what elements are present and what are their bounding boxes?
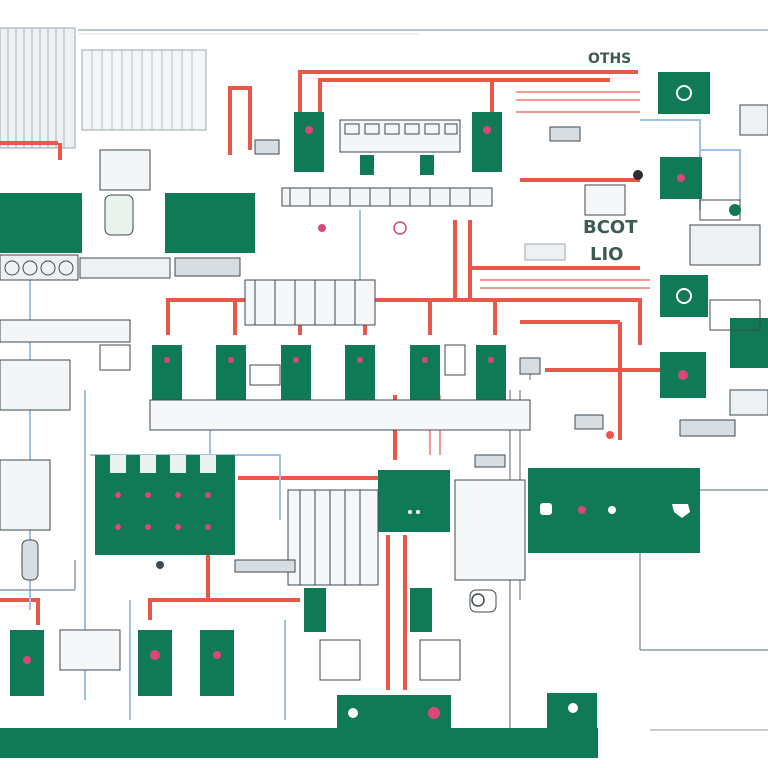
module-d-details (408, 510, 420, 514)
equipment-cluster-mid (59, 104, 768, 681)
module-c-details (110, 455, 216, 530)
module-d (378, 470, 450, 532)
module-bottom-box-2 (547, 693, 597, 733)
equipment-cluster-top (254, 119, 581, 207)
module-bottom-bar (0, 728, 598, 758)
label-top-right-code: OTHS (588, 51, 631, 67)
bottom-box-details (348, 703, 578, 719)
label-mid-code-2-prefix (524, 243, 566, 261)
label-mid-code-1: BCOT (583, 217, 638, 238)
small-modules-row (152, 345, 506, 400)
module-b (165, 193, 255, 253)
module-a (0, 193, 82, 253)
module-e-details (540, 503, 690, 518)
red-pipe-network (0, 70, 660, 690)
top-left-cabinets (0, 27, 207, 149)
small-indicators (156, 170, 741, 607)
equipment-cluster-left (0, 149, 171, 581)
small-modules-top (294, 72, 768, 398)
label-mid-code-2: LIO (590, 244, 623, 265)
small-modules-bottom (10, 588, 432, 696)
